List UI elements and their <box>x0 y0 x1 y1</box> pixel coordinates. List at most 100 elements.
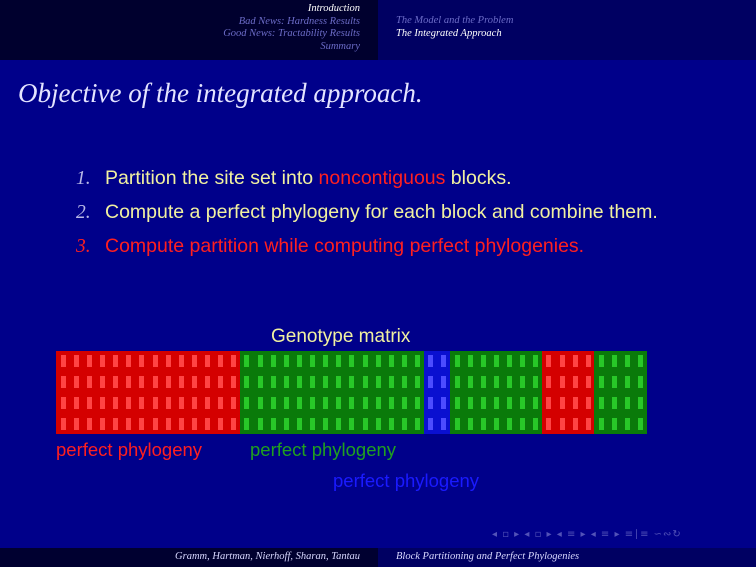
matrix-cell <box>362 355 368 368</box>
matrix-cell <box>283 355 289 368</box>
matrix-cell <box>612 376 618 389</box>
matrix-cell <box>625 417 631 430</box>
matrix-cell <box>86 355 92 368</box>
matrix-cell <box>165 355 171 368</box>
nav-align-icon[interactable]: ≡∣≡ <box>624 529 650 540</box>
section-good-news[interactable]: Good News: Tractability Results <box>223 28 360 39</box>
matrix-cell <box>507 417 513 430</box>
list-item: 3.Compute partition while computing perf… <box>76 233 716 260</box>
matrix-cell <box>572 396 578 409</box>
matrix-cell <box>86 396 92 409</box>
matrix-cell <box>191 396 197 409</box>
matrix-cell <box>152 355 158 368</box>
matrix-cell <box>113 355 119 368</box>
matrix-cell <box>349 417 355 430</box>
matrix-cell <box>493 355 499 368</box>
matrix-cell <box>599 417 605 430</box>
matrix-cell <box>336 396 342 409</box>
subsection-model-problem[interactable]: The Model and the Problem <box>396 15 514 26</box>
matrix-cell <box>99 417 105 430</box>
matrix-cell <box>625 355 631 368</box>
matrix-cell <box>507 396 513 409</box>
matrix-cell <box>585 417 591 430</box>
section-introduction[interactable]: Introduction <box>307 3 360 14</box>
matrix-cell <box>283 417 289 430</box>
matrix-cell <box>323 355 329 368</box>
matrix-cell <box>139 396 145 409</box>
matrix-cell <box>467 376 473 389</box>
matrix-cell <box>191 376 197 389</box>
matrix-cell <box>270 355 276 368</box>
footer-authors: Gramm, Hartman, Nierhoff, Sharan, Tantau <box>175 551 360 562</box>
matrix-cell <box>520 396 526 409</box>
item-number: 3. <box>76 236 91 257</box>
matrix-cell <box>454 417 460 430</box>
matrix-cell <box>218 355 224 368</box>
matrix-cell <box>585 376 591 389</box>
matrix-cell <box>178 396 184 409</box>
matrix-cell <box>546 376 552 389</box>
matrix-cell <box>533 376 539 389</box>
matrix-cell <box>480 376 486 389</box>
matrix-cell <box>362 376 368 389</box>
matrix-cell <box>467 355 473 368</box>
matrix-cell <box>296 355 302 368</box>
matrix-cell <box>402 417 408 430</box>
nav-subsection-icon[interactable]: ◂ ≡ ▸ <box>556 529 587 540</box>
matrix-cell <box>60 417 66 430</box>
matrix-cell <box>362 396 368 409</box>
matrix-cell <box>296 417 302 430</box>
legend-green: perfect phylogeny <box>250 439 397 460</box>
matrix-cell <box>638 417 644 430</box>
nav-section-icon[interactable]: ◂ ≡ ▸ <box>590 529 621 540</box>
matrix-cell <box>612 355 618 368</box>
section-summary[interactable]: Summary <box>320 40 360 52</box>
matrix-cell <box>638 355 644 368</box>
matrix-cell <box>126 376 132 389</box>
matrix-cell <box>99 376 105 389</box>
matrix-cell <box>428 396 434 409</box>
matrix-cell <box>428 417 434 430</box>
nav-frame-icon[interactable]: ◂ ▫ ▸ <box>524 529 553 540</box>
objective-list: 1.Partition the site set into noncontigu… <box>76 165 716 267</box>
matrix-cell <box>323 417 329 430</box>
matrix-cell <box>165 376 171 389</box>
matrix-cell <box>388 355 394 368</box>
matrix-cell <box>244 355 250 368</box>
section-bad-news[interactable]: Bad News: Hardness Results <box>238 15 360 27</box>
matrix-cell <box>546 355 552 368</box>
nav-first-icon[interactable]: ◂ ▫ ▸ <box>492 529 521 540</box>
matrix-cell <box>559 396 565 409</box>
matrix-cell <box>178 417 184 430</box>
matrix-cell <box>388 417 394 430</box>
matrix-cell <box>73 396 79 409</box>
matrix-cell <box>270 417 276 430</box>
matrix-cell <box>375 417 381 430</box>
matrix-cell <box>99 355 105 368</box>
footer-bar: Gramm, Hartman, Nierhoff, Sharan, Tantau… <box>0 548 756 567</box>
matrix-cell <box>218 376 224 389</box>
genotype-matrix <box>56 351 647 434</box>
matrix-cell <box>257 376 263 389</box>
matrix-cell <box>231 396 237 409</box>
matrix-cell <box>493 396 499 409</box>
matrix-cell <box>454 396 460 409</box>
matrix-cell <box>559 376 565 389</box>
nav-search-icon[interactable]: ∽∾↻ <box>653 529 682 540</box>
matrix-cell <box>296 396 302 409</box>
legend-red: perfect phylogeny <box>56 439 203 460</box>
header-sections-panel: Introduction Bad News: Hardness Results … <box>0 0 378 60</box>
matrix-cell <box>73 417 79 430</box>
matrix-cell <box>480 417 486 430</box>
matrix-cell <box>533 355 539 368</box>
matrix-cell <box>599 355 605 368</box>
matrix-cell <box>231 355 237 368</box>
matrix-cell <box>165 396 171 409</box>
subsection-integrated-approach[interactable]: The Integrated Approach <box>396 27 502 39</box>
item-text-before: Partition the site set into <box>105 167 319 189</box>
matrix-cell <box>113 417 119 430</box>
matrix-cell <box>336 355 342 368</box>
matrix-cell <box>244 396 250 409</box>
matrix-cell <box>152 376 158 389</box>
matrix-cell <box>520 355 526 368</box>
